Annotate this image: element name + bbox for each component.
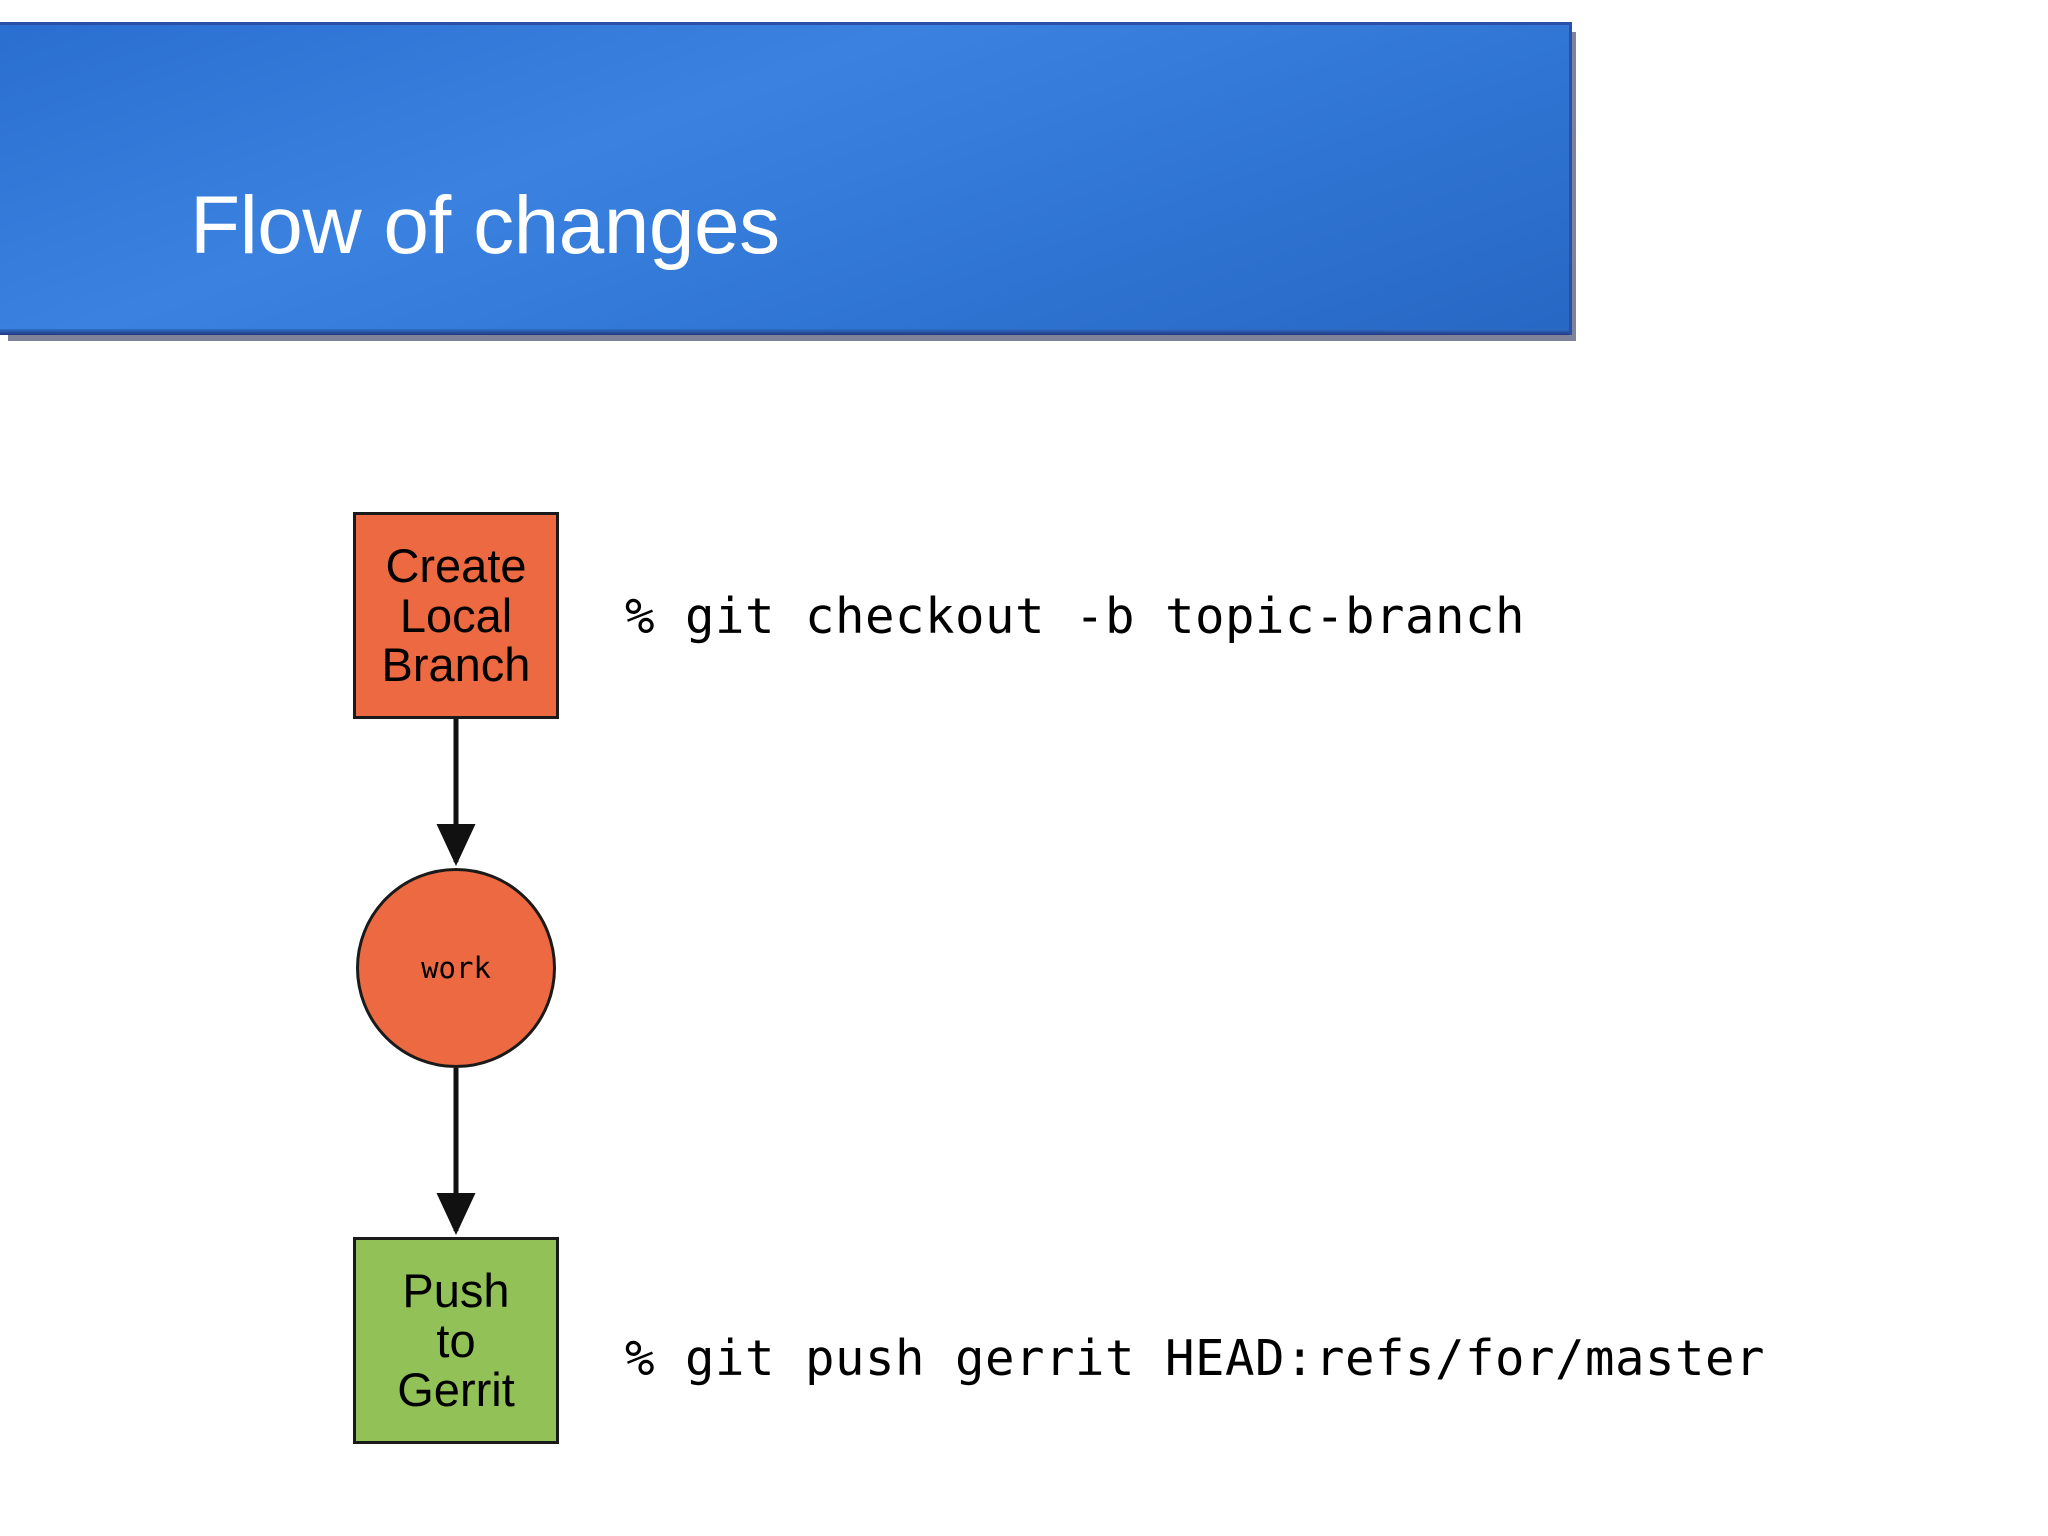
node-work[interactable]: work [356, 868, 556, 1068]
node-label-line: Push [402, 1264, 510, 1318]
page-title: Flow of changes [190, 180, 780, 271]
node-label-line: Gerrit [397, 1363, 515, 1417]
node-label-work: work [421, 951, 491, 985]
slide-title-banner: Flow of changes [0, 22, 1572, 335]
push-command-text: % git push gerrit HEAD:refs/for/master [625, 1330, 1766, 1387]
node-label-line: Local [399, 588, 513, 642]
node-label-line: Create [385, 539, 527, 593]
node-label-line: Branch [381, 638, 531, 692]
node-push-to-gerrit[interactable]: Push to Gerrit [353, 1237, 559, 1444]
node-label-line: to [436, 1313, 476, 1367]
node-create-local-branch[interactable]: Create Local Branch [353, 512, 559, 719]
checkout-command-text: % git checkout -b topic-branch [625, 588, 1526, 645]
